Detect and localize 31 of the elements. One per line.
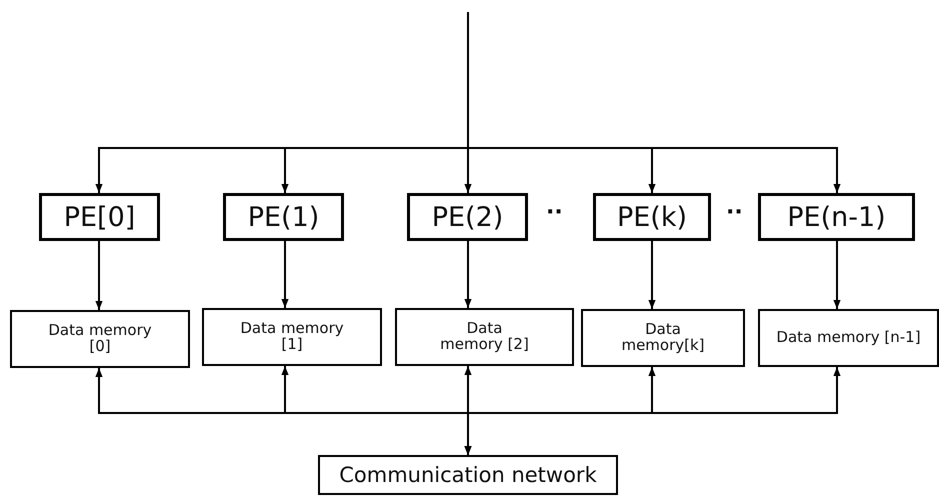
node-label: Data memory [1] [240, 321, 344, 353]
data-memory-box [10, 310, 190, 368]
data-memory-box [758, 309, 939, 367]
node-label: PE(n-1) [787, 202, 886, 232]
connector-arrow [95, 241, 103, 310]
node-label: PE[0] [64, 202, 136, 232]
node-label: Communication network [339, 463, 597, 487]
processing-element-box [407, 193, 528, 241]
node-label: Data memory[k] [620, 322, 706, 354]
data-memory-box [581, 309, 745, 367]
node-label: Data memory [2] [439, 321, 530, 353]
node-label: PE(1) [248, 202, 320, 232]
connector-arrow [464, 241, 472, 308]
connector-arrow [464, 367, 841, 455]
processing-element-box [223, 193, 344, 241]
node-label: PE(k) [616, 202, 688, 232]
connector-arrow [648, 241, 656, 309]
processing-element-box [593, 193, 711, 241]
processing-element-box [758, 193, 915, 241]
node-label: Data memory [0] [48, 323, 152, 355]
data-memory-box [395, 308, 574, 366]
ellipsis-mark: ·· [726, 200, 743, 225]
ellipsis-mark: ·· [546, 200, 563, 225]
network-box [318, 455, 618, 495]
data-memory-box [202, 308, 382, 366]
node-label: PE(2) [432, 202, 504, 232]
node-label: Data memory [n-1] [776, 330, 921, 346]
connector-arrow [833, 241, 841, 309]
connector-arrow [281, 241, 289, 308]
connector-arrow [467, 12, 841, 193]
processing-element-box [39, 193, 160, 241]
